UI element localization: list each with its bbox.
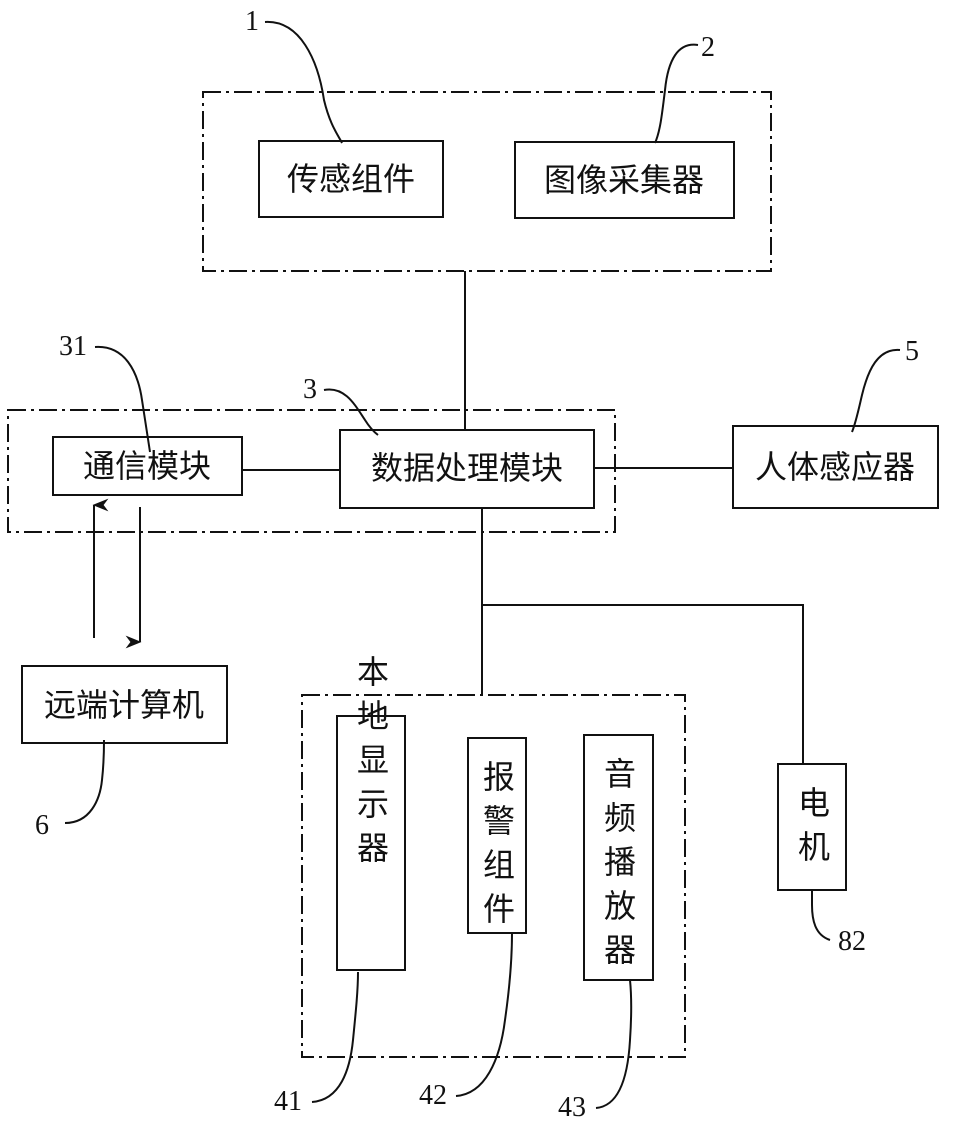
data-processing-block-label: 数据处理模块 bbox=[371, 449, 563, 487]
ref-human-sensor-number: 5 bbox=[905, 336, 919, 367]
ref-motor: 82 bbox=[812, 890, 866, 957]
alarm-block: 报警组件 bbox=[468, 738, 526, 936]
ref-sensor: 1 bbox=[245, 6, 342, 143]
image-collector-block: 图像采集器 bbox=[515, 142, 734, 218]
wire-processing-to-motor bbox=[482, 605, 803, 764]
alarm-block-label: 报警组件 bbox=[478, 760, 516, 936]
audio-player-block-label: 音频播放器 bbox=[599, 757, 637, 977]
ref-comm-module: 31 bbox=[59, 331, 150, 452]
ref-audio-player-number: 43 bbox=[558, 1092, 586, 1123]
human-sensor-block-label: 人体感应器 bbox=[755, 448, 915, 486]
comm-module-block: 通信模块 bbox=[53, 437, 242, 495]
ref-remote-computer: 6 bbox=[35, 740, 104, 841]
sensor-block: 传感组件 bbox=[259, 141, 443, 217]
ref-alarm: 42 bbox=[419, 933, 512, 1111]
audio-player-block: 音频播放器 bbox=[584, 735, 653, 980]
remote-computer-block: 远端计算机 bbox=[22, 666, 227, 743]
ref-data-processing: 3 bbox=[303, 374, 378, 435]
ref-motor-number: 82 bbox=[838, 926, 866, 957]
ref-comm-module-number: 31 bbox=[59, 331, 87, 362]
local-display-block-label: 本地显示器 bbox=[352, 655, 390, 875]
ref-human-sensor: 5 bbox=[852, 336, 919, 432]
ref-image-collector: 2 bbox=[655, 32, 715, 143]
ref-local-display-number: 41 bbox=[274, 1086, 302, 1117]
ref-image-collector-number: 2 bbox=[701, 32, 715, 63]
remote-computer-block-label: 远端计算机 bbox=[44, 686, 204, 724]
ref-remote-computer-number: 6 bbox=[35, 810, 49, 841]
ref-sensor-number: 1 bbox=[245, 6, 259, 37]
ref-audio-player: 43 bbox=[558, 980, 631, 1123]
ref-alarm-number: 42 bbox=[419, 1080, 447, 1111]
human-sensor-block: 人体感应器 bbox=[733, 426, 938, 508]
ref-data-processing-number: 3 bbox=[303, 374, 317, 405]
local-display-block: 本地显示器 bbox=[337, 655, 405, 970]
motor-block: 电机 bbox=[778, 764, 846, 890]
image-collector-block-label: 图像采集器 bbox=[544, 161, 704, 199]
ref-local-display: 41 bbox=[274, 972, 358, 1117]
motor-block-label: 电机 bbox=[793, 786, 831, 874]
data-processing-block: 数据处理模块 bbox=[340, 430, 594, 508]
sensor-block-label: 传感组件 bbox=[287, 160, 415, 198]
comm-module-block-label: 通信模块 bbox=[83, 447, 211, 485]
